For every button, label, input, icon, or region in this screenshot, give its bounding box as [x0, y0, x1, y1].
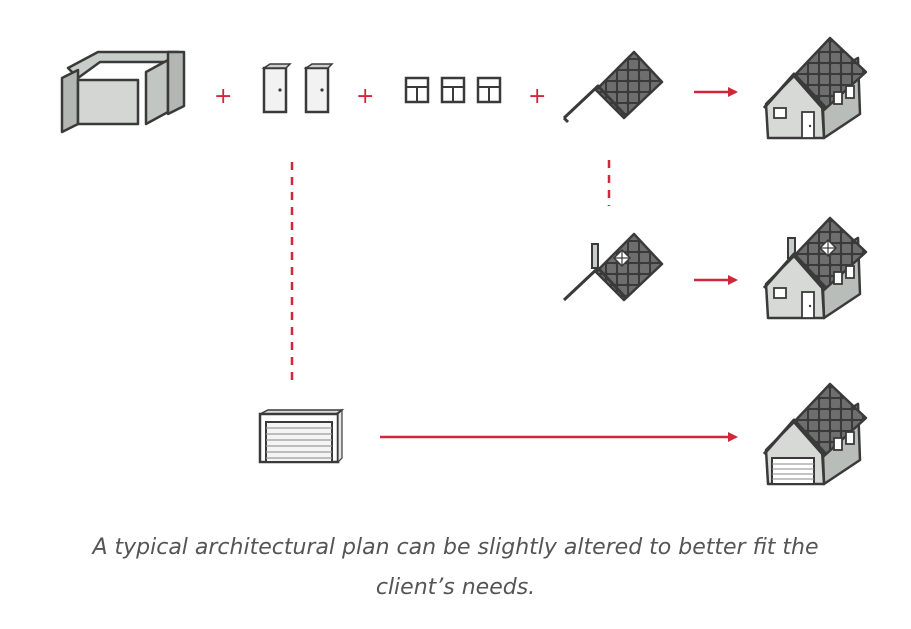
roof-icon: [562, 50, 664, 124]
plus-sign: +: [214, 84, 232, 109]
windows-icon: [404, 76, 502, 104]
house-icon: [762, 36, 868, 140]
walls-icon: [60, 50, 186, 134]
caption-line-1: A typical architectural plan can be slig…: [92, 535, 819, 560]
plus-sign: +: [356, 84, 374, 109]
figure-caption: A typical architectural plan can be slig…: [0, 528, 911, 608]
caption-line-2: client’s needs.: [375, 575, 536, 600]
garage-door-icon: [258, 408, 345, 464]
doors-icon: [261, 63, 334, 114]
plus-sign: +: [528, 84, 546, 109]
roof-skylight-icon: [562, 232, 664, 302]
house-garage-icon: [762, 382, 868, 486]
house-skylight-icon: [762, 216, 868, 320]
